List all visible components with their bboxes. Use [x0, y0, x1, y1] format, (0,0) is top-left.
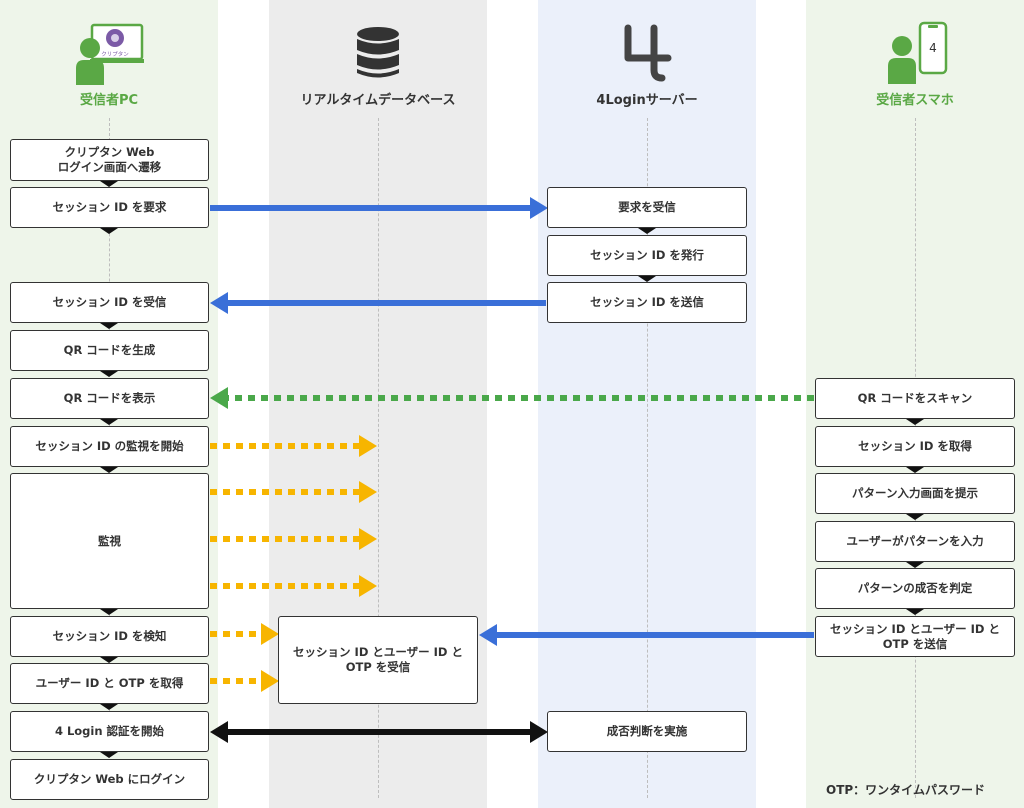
- arrow-phone-to-db: [479, 624, 814, 646]
- server-step-issue-session-id: セッション ID を発行: [547, 235, 747, 276]
- person-with-smartphone-icon: 4: [888, 21, 948, 84]
- pc-step-start-4login-auth: 4 Login 認証を開始: [10, 711, 209, 752]
- step-connector: [100, 609, 118, 615]
- server-step-send-session-id: セッション ID を送信: [547, 282, 747, 323]
- pc-step-request-session-id: セッション ID を要求: [10, 187, 209, 228]
- db-step-receive-ids-otp: セッション ID とユーザー ID と OTP を受信: [278, 616, 478, 704]
- step-connector: [906, 609, 924, 615]
- arrow-monitor-start: [210, 435, 377, 457]
- pc-step-receive-session-id: セッション ID を受信: [10, 282, 209, 323]
- arrow-monitor-2: [210, 528, 377, 550]
- actor-label-server: 4Loginサーバー: [596, 93, 698, 108]
- step-connector: [100, 657, 118, 663]
- step-connector: [100, 419, 118, 425]
- step-connector: [906, 562, 924, 568]
- step-connector: [100, 371, 118, 377]
- arrow-send-session-id: [210, 292, 546, 314]
- phone-step-get-session-id: セッション ID を取得: [815, 426, 1015, 467]
- phone-step-send-ids-otp: セッション ID とユーザー ID と OTP を送信: [815, 616, 1015, 657]
- phone-step-show-pattern-screen: パターン入力画面を提示: [815, 473, 1015, 514]
- arrow-detect-session: [210, 623, 279, 645]
- server-step-receive-request: 要求を受信: [547, 187, 747, 228]
- lifeline-db: [378, 118, 379, 798]
- pc-step-monitoring: 監視: [10, 473, 209, 609]
- phone-step-judge-pattern: パターンの成否を判定: [815, 568, 1015, 609]
- otp-footnote: OTP：ワンタイムパスワード: [826, 783, 985, 797]
- step-connector: [906, 467, 924, 473]
- actor-label-pc: 受信者PC: [79, 93, 139, 108]
- pc-step-detect-session-id: セッション ID を検知: [10, 616, 209, 657]
- phone-step-scan-qr: QR コードをスキャン: [815, 378, 1015, 419]
- arrow-request-session-id: [210, 197, 548, 219]
- svg-text:クリプタン: クリプタン: [101, 50, 129, 58]
- step-connector: [638, 276, 656, 282]
- actor-label-phone: 受信者スマホ: [876, 93, 954, 108]
- pc-step-login-cryptan-web: クリプタン Web にログイン: [10, 759, 209, 800]
- pc-step-navigate-login: クリプタン Web ログイン画面へ遷移: [10, 139, 209, 181]
- arrow-monitor-1: [210, 481, 377, 503]
- step-connector: [906, 419, 924, 425]
- arrow-4login-auth: [210, 721, 548, 743]
- pc-step-start-monitoring: セッション ID の監視を開始: [10, 426, 209, 467]
- database-icon: [357, 27, 399, 78]
- actor-label-db: リアルタイムデータベース: [300, 93, 456, 108]
- svg-text:4: 4: [929, 41, 937, 55]
- lifeline-server: [647, 118, 648, 798]
- step-connector: [906, 514, 924, 520]
- step-connector: [100, 467, 118, 473]
- phone-step-user-enters-pattern: ユーザーがパターンを入力: [815, 521, 1015, 562]
- step-connector: [638, 228, 656, 234]
- step-connector: [100, 181, 118, 187]
- step-connector: [100, 752, 118, 758]
- step-connector: [100, 704, 118, 710]
- person-with-monitor-icon: クリプタン: [76, 23, 144, 85]
- pc-step-get-user-id-otp: ユーザー ID と OTP を取得: [10, 663, 209, 704]
- step-connector: [100, 323, 118, 329]
- arrow-monitor-3: [210, 575, 377, 597]
- arrow-qr-scan: [210, 387, 814, 409]
- server-step-judge-result: 成否判断を実施: [547, 711, 747, 752]
- pc-step-display-qr: QR コードを表示: [10, 378, 209, 419]
- step-connector: [100, 228, 118, 234]
- 4login-logo-icon: [624, 24, 672, 82]
- pc-step-generate-qr: QR コードを生成: [10, 330, 209, 371]
- arrow-get-user-otp: [210, 670, 279, 692]
